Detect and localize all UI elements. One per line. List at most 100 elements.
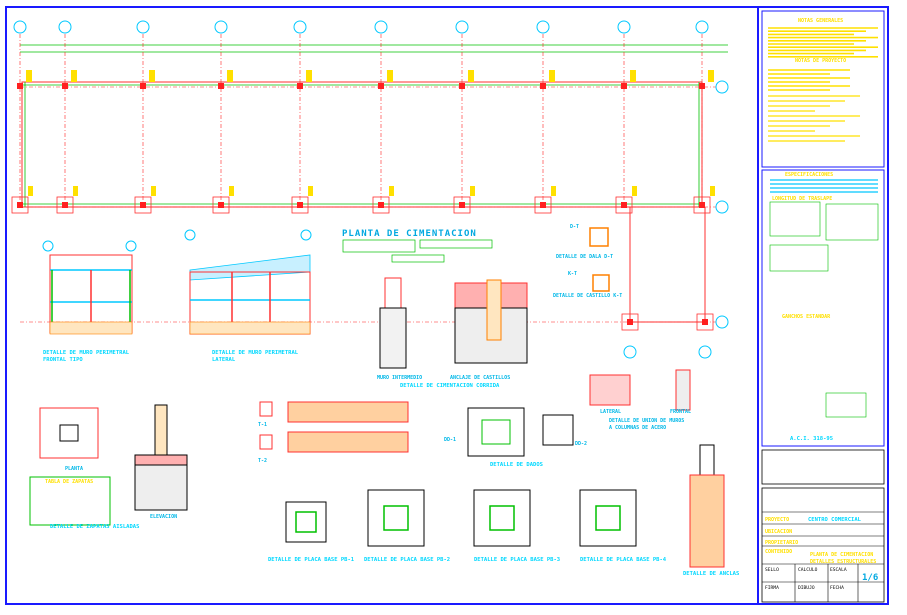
- label-anclas: DETALLE DE ANCLAS: [683, 571, 739, 577]
- label-placa4: DETALLE DE PLACA BASE PB-4: [580, 557, 667, 563]
- footing-top: [459, 83, 465, 89]
- axis-bubble: [13, 20, 27, 34]
- label-muro-intermedio: MURO INTERMEDIO: [377, 375, 422, 381]
- callout: [551, 186, 556, 196]
- proyecto-value: CENTRO COMERCIAL: [808, 517, 862, 523]
- footing-box: [693, 196, 711, 214]
- callout: [468, 70, 474, 82]
- plan-callouts: [26, 70, 715, 196]
- axis-bubble: [617, 20, 631, 34]
- label-tabla-zapatas: TABLA DE ZAPATAS: [45, 479, 93, 485]
- escala-label: ESCALA: [830, 567, 847, 573]
- footing-box: [56, 196, 74, 214]
- fecha-label: FECHA: [830, 585, 844, 591]
- propietario-label: PROPIETARIO: [765, 540, 798, 546]
- footing-bottom: [218, 202, 224, 208]
- footing-box: [534, 196, 552, 214]
- footing-top: [140, 83, 146, 89]
- footing-box: [621, 313, 639, 331]
- right-wing: [629, 207, 706, 323]
- footing-bottom: [297, 202, 303, 208]
- label-t1: T-1: [258, 422, 267, 428]
- axis-bubble: [455, 20, 469, 34]
- callout: [229, 186, 234, 196]
- axis-bubble: [715, 315, 729, 329]
- label-dt: D-T: [570, 224, 579, 230]
- footing-top: [62, 83, 68, 89]
- callout: [710, 186, 715, 196]
- footing: [627, 319, 633, 325]
- callout: [308, 186, 313, 196]
- sheet-border: [5, 6, 889, 605]
- footing-box: [615, 196, 633, 214]
- footing-top: [378, 83, 384, 89]
- title-block: [761, 449, 885, 603]
- callout: [708, 70, 714, 82]
- axis-bubble: [623, 345, 637, 359]
- footing-box: [696, 313, 714, 331]
- axis-bubble: [374, 20, 388, 34]
- firma-label: FIRMA: [765, 585, 779, 591]
- label-castillo: DETALLE DE CASTILLO K-T: [553, 293, 622, 299]
- footing-top: [540, 83, 546, 89]
- footing-box: [372, 196, 390, 214]
- detail-lateral-wall: [184, 229, 312, 335]
- footing-bottom: [17, 202, 23, 208]
- callout: [306, 70, 312, 82]
- detail-trabes: [259, 401, 409, 453]
- label-placa2: DETALLE DE PLACA BASE PB-2: [364, 557, 450, 563]
- detail-placas: [285, 489, 637, 547]
- callout: [630, 70, 636, 82]
- notes-generales-heading: NOTAS GENERALES: [798, 18, 843, 24]
- top-dimension-lines: [20, 44, 728, 53]
- page-number: 1/6: [862, 573, 878, 583]
- callout: [227, 70, 233, 82]
- aci-code: A.C.I. 318-95: [790, 436, 833, 442]
- detail-dala-castillo: [589, 227, 610, 292]
- footing-box: [291, 196, 309, 214]
- label-t2: T-2: [258, 458, 267, 464]
- proyecto-label: PROYECTO: [765, 517, 789, 523]
- footing-box: [11, 196, 29, 214]
- footing-bottom: [459, 202, 465, 208]
- axis-grid: [19, 34, 728, 323]
- detail-zapatas: [29, 404, 188, 526]
- axis-bubble: [293, 20, 307, 34]
- footing-bottom: [540, 202, 546, 208]
- footings: [11, 83, 714, 331]
- axis-bubble: [715, 200, 729, 214]
- ganchos-heading: GANCHOS ESTANDAR: [782, 314, 831, 320]
- label-anclaje: ANCLAJE DE CASTILLOS: [450, 375, 510, 381]
- label-dala: DETALLE DE DALA D-T: [556, 254, 613, 260]
- callout: [632, 186, 637, 196]
- label-elevacion: ELEVACION: [150, 514, 177, 520]
- axis-bubble: [695, 20, 709, 34]
- footing-top: [218, 83, 224, 89]
- notes-text-lines: [768, 27, 878, 193]
- axis-bubble: [536, 20, 550, 34]
- plan-title-boxes: [342, 239, 493, 263]
- footing-box: [212, 196, 230, 214]
- detail-foundation-wall: [379, 277, 528, 369]
- callout: [149, 70, 155, 82]
- label-cimentacion: DETALLE DE CIMENTACION CORRIDA: [400, 383, 500, 389]
- axis-bubble: [214, 20, 228, 34]
- footing-top: [621, 83, 627, 89]
- detail-frontal-wall: [42, 240, 137, 335]
- label-dados: DETALLE DE DADOS: [490, 462, 543, 468]
- calculo-label: CALCULO: [798, 567, 818, 573]
- label-dd2: DD-2: [575, 441, 587, 447]
- footing-bottom: [140, 202, 146, 208]
- contenido-label: CONTENIDO: [765, 549, 792, 555]
- detail-dados: [467, 407, 574, 457]
- dibujo-label: DIBUJO: [798, 585, 815, 591]
- plan-title: PLANTA DE CIMENTACION: [342, 229, 477, 239]
- ubicacion-label: UBICACION: [765, 529, 792, 535]
- label-lateral: LATERAL: [600, 409, 621, 415]
- callout: [387, 70, 393, 82]
- detail-anclas: [689, 444, 725, 568]
- spec-tables: [769, 201, 879, 418]
